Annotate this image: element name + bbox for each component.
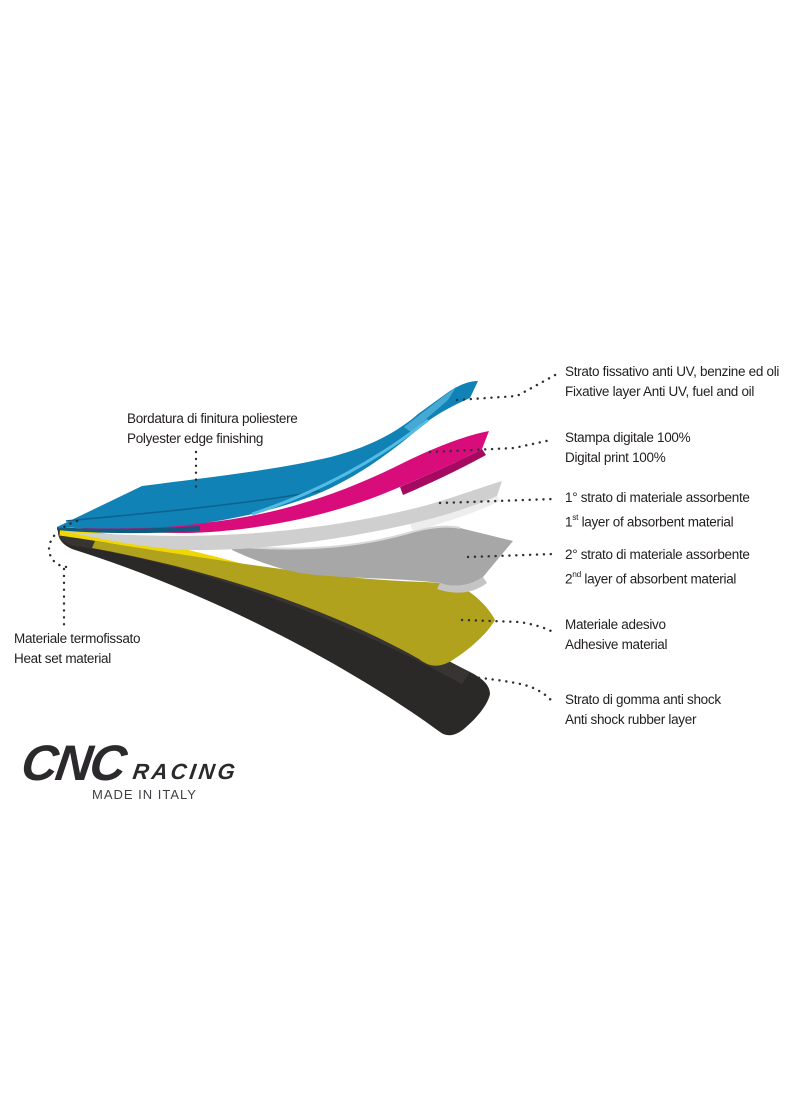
label-heat-set-it: Materiale termofissato [14, 631, 141, 646]
label-print-it: Stampa digitale 100% [565, 430, 691, 445]
label-heat-set-en: Heat set material [14, 651, 111, 666]
label-edge-finishing-it: Bordatura di finitura poliestere [127, 411, 298, 426]
leader-absorbent2 [466, 552, 556, 559]
label-edge-finishing: Bordatura di finitura poliestere Polyest… [127, 409, 298, 449]
absorbent1-layer-shape [68, 481, 502, 551]
label-fixative: Strato fissativo anti UV, benzine ed oli… [565, 362, 779, 402]
leader-heat-set-arc [47, 519, 79, 569]
label-adhesive-it: Materiale adesivo [565, 617, 666, 632]
absorbent2-layer [231, 525, 513, 593]
brand-logo-origin: MADE IN ITALY [92, 787, 197, 802]
label-absorbent1: 1° strato di materiale assorbente 1st la… [565, 488, 750, 533]
brand-logo: CNC RACING MADE IN ITALY [18, 735, 272, 802]
brand-logo-cnc: CNC [18, 735, 129, 791]
label-fixative-en: Fixative layer Anti UV, fuel and oil [565, 384, 755, 399]
label-rubber-en: Anti shock rubber layer [565, 712, 697, 727]
print-layer-shape [66, 431, 489, 533]
label-rubber: Strato di gomma anti shock Anti shock ru… [565, 690, 721, 730]
label-adhesive: Materiale adesivo Adhesive material [565, 615, 668, 655]
leader-rubber [470, 675, 556, 706]
leader-lines [47, 372, 559, 706]
fixative-front-edge [57, 526, 200, 534]
label-fixative-it: Strato fissativo anti UV, benzine ed oli [565, 364, 780, 379]
adhesive-layer-shape [92, 541, 495, 666]
label-absorbent2-en: 2nd layer of absorbent material [565, 569, 737, 587]
brand-logo-racing: RACING [131, 759, 240, 784]
brand-logo-row: CNC RACING [18, 735, 272, 791]
label-rubber-it: Strato di gomma anti shock [565, 692, 721, 707]
fixative-crease-line [65, 490, 321, 522]
absorbent1-thickness-edge [410, 496, 500, 531]
print-layer [66, 431, 489, 533]
label-print-en: Digital print 100% [565, 450, 666, 465]
absorbent1-layer [68, 481, 502, 551]
print-thickness-edge [400, 449, 486, 495]
label-absorbent1-it: 1° strato di materiale assorbente [565, 490, 750, 505]
fixative-layer [57, 381, 478, 534]
label-absorbent2-it: 2° strato di materiale assorbente [565, 547, 750, 562]
label-absorbent2: 2° strato di materiale assorbente 2nd la… [565, 545, 750, 590]
fixative-kink-facet [404, 387, 456, 432]
label-absorbent1-en: 1st layer of absorbent material [565, 512, 734, 530]
fixative-layer-shape [57, 381, 478, 529]
rubber-layer-shape [58, 532, 490, 736]
label-heat-set: Materiale termofissato Heat set material [14, 629, 141, 669]
absorbent2-thickness-edge [437, 577, 487, 593]
label-print: Stampa digitale 100% Digital print 100% [565, 428, 691, 468]
leader-fixative [455, 372, 559, 402]
absorbent2-layer-shape [232, 526, 513, 586]
fixative-underside-highlight [251, 418, 429, 516]
absorbent2-top-highlight [231, 525, 461, 550]
leader-print [428, 438, 553, 454]
label-adhesive-en: Adhesive material [565, 637, 668, 652]
label-edge-finishing-en: Polyester edge finishing [127, 431, 264, 446]
